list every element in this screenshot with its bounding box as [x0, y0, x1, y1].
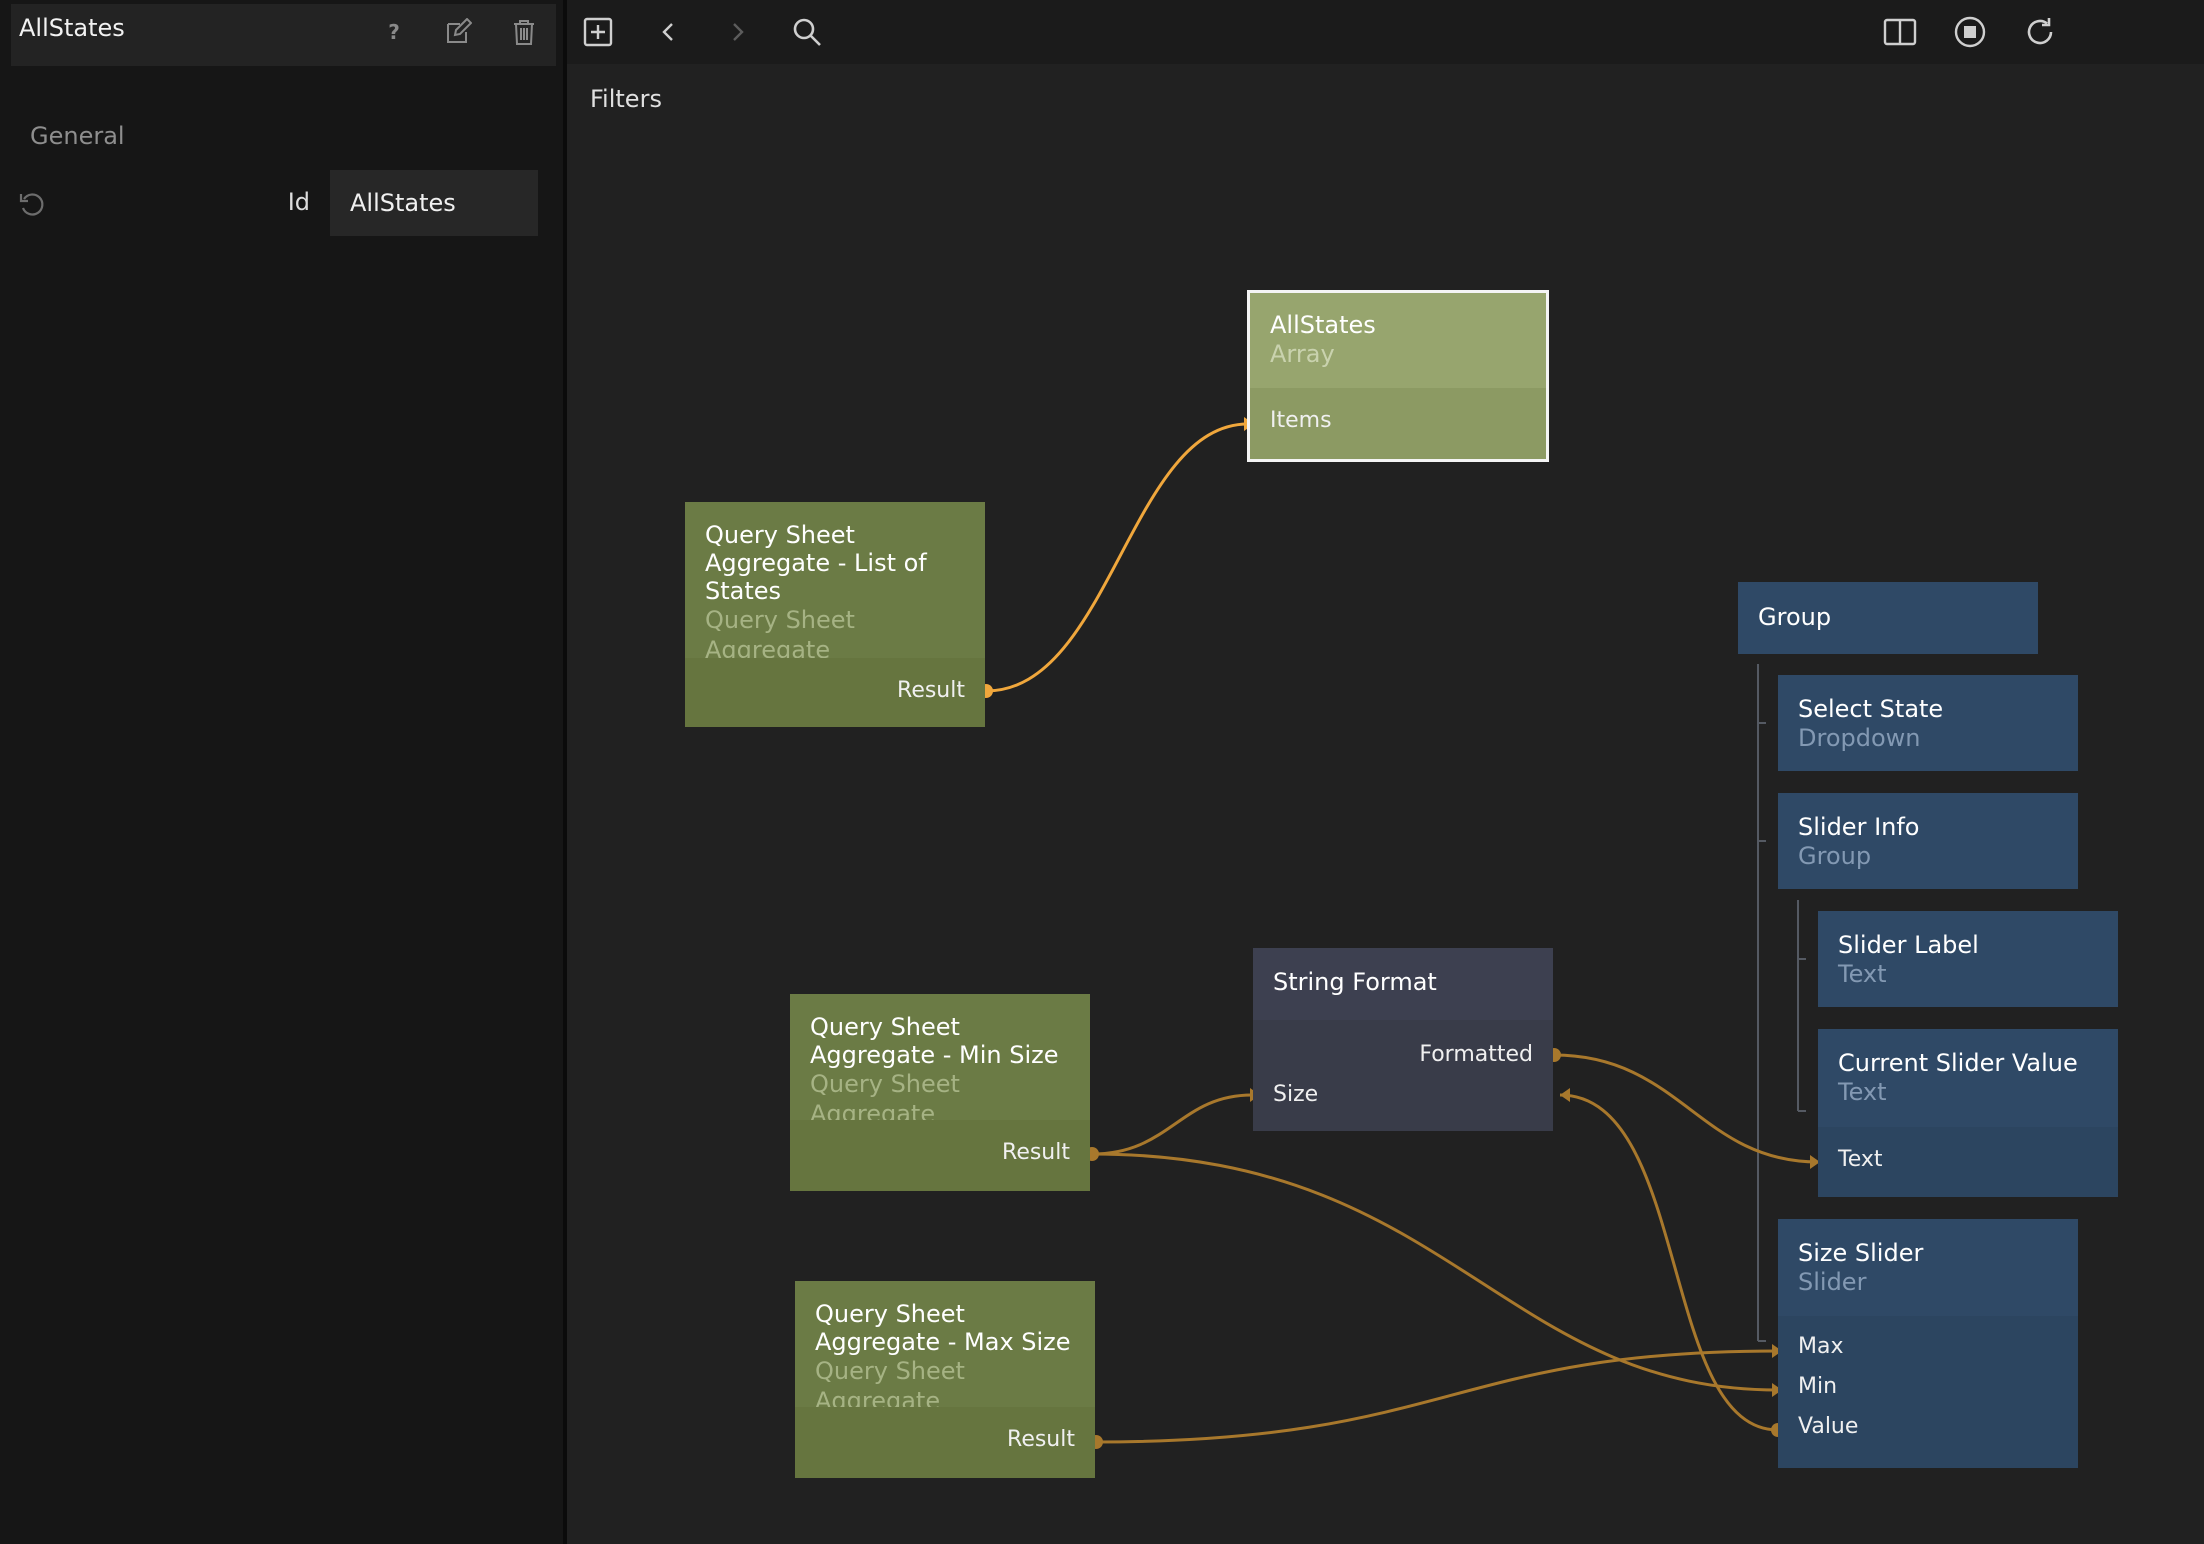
node-type: Text	[1838, 1078, 1887, 1106]
port-max[interactable]: Max	[1798, 1334, 1844, 1359]
node-title: Select State	[1798, 695, 1944, 723]
node-title: Size Slider	[1798, 1239, 1924, 1267]
tree-lines	[1757, 664, 1806, 1342]
wire-list-states-to-items[interactable]	[985, 422, 1249, 693]
help-icon[interactable]: ?	[374, 12, 414, 52]
node-title: Query Sheet Aggregate - List of States	[705, 521, 927, 605]
node-title: String Format	[1273, 968, 1437, 996]
node-title: Slider Info	[1798, 813, 1920, 841]
node-type: Text	[1838, 960, 1887, 988]
id-label: Id	[287, 188, 310, 216]
split-view-icon[interactable]	[1877, 10, 1923, 54]
canvas-title: Filters	[590, 85, 662, 113]
id-input[interactable]: AllStates	[330, 170, 538, 236]
back-icon[interactable]	[645, 10, 691, 54]
property-panel	[0, 0, 563, 1544]
node-type: Query Sheet Aggregate	[810, 1070, 960, 1128]
port-result[interactable]: Result	[1002, 1140, 1070, 1165]
svg-text:?: ?	[388, 21, 400, 43]
node-allstates[interactable]: AllStates Array Items	[1247, 290, 1549, 462]
section-general: General	[30, 122, 125, 150]
node-type: Group	[1798, 842, 1872, 870]
panel-title: AllStates	[19, 14, 125, 42]
toolbar	[567, 0, 2204, 64]
node-slider-label[interactable]: Slider Label Text	[1818, 911, 2118, 1007]
node-max-size[interactable]: Query Sheet Aggregate - Max Size Query S…	[795, 1281, 1095, 1478]
port-text[interactable]: Text	[1838, 1147, 1883, 1172]
add-node-icon[interactable]	[575, 10, 621, 54]
node-type: Array	[1270, 340, 1335, 368]
port-items[interactable]: Items	[1270, 408, 1332, 433]
refresh-icon[interactable]	[2017, 10, 2063, 54]
node-size-slider[interactable]: Size Slider Slider Max Min Value	[1778, 1219, 2078, 1468]
wire-max-to-slider-max[interactable]	[1095, 1349, 1779, 1444]
edit-icon[interactable]	[438, 12, 478, 52]
search-icon[interactable]	[784, 10, 830, 54]
port-formatted[interactable]: Formatted	[1419, 1042, 1533, 1067]
node-list-of-states[interactable]: Query Sheet Aggregate - List of States Q…	[685, 502, 985, 727]
trash-icon[interactable]	[504, 12, 544, 52]
port-min[interactable]: Min	[1798, 1374, 1838, 1399]
node-group[interactable]: Group	[1738, 582, 2038, 654]
wire-value-to-format-size[interactable]	[1559, 1093, 1779, 1432]
node-current-slider-value[interactable]: Current Slider Value Text Text	[1818, 1029, 2118, 1197]
node-type: Slider	[1798, 1268, 1867, 1296]
wire-formatted-to-text[interactable]	[1553, 1053, 1819, 1164]
node-select-state[interactable]: Select State Dropdown	[1778, 675, 2078, 771]
port-result[interactable]: Result	[897, 678, 965, 703]
forward-icon[interactable]	[715, 10, 761, 54]
panel-divider[interactable]	[563, 0, 567, 1544]
node-title: Query Sheet Aggregate - Max Size	[815, 1300, 1071, 1356]
node-title: Query Sheet Aggregate - Min Size	[810, 1013, 1059, 1069]
port-result[interactable]: Result	[1007, 1427, 1075, 1452]
node-slider-info[interactable]: Slider Info Group	[1778, 793, 2078, 889]
wire-min-to-slider-min[interactable]	[1091, 1152, 1779, 1392]
reset-icon[interactable]	[14, 186, 50, 222]
node-title: Group	[1758, 603, 1832, 631]
stop-icon[interactable]	[1947, 10, 1993, 54]
node-type: Query Sheet Aggregate	[705, 606, 855, 664]
node-title: AllStates	[1270, 311, 1376, 339]
node-string-format[interactable]: String Format Formatted Size	[1253, 948, 1553, 1131]
port-size[interactable]: Size	[1273, 1082, 1319, 1107]
node-title: Slider Label	[1838, 931, 1979, 959]
port-value[interactable]: Value	[1798, 1414, 1859, 1439]
node-min-size[interactable]: Query Sheet Aggregate - Min Size Query S…	[790, 994, 1090, 1191]
node-type: Dropdown	[1798, 724, 1921, 752]
node-title: Current Slider Value	[1838, 1049, 2078, 1077]
wire-min-to-format-size[interactable]	[1091, 1093, 1253, 1156]
